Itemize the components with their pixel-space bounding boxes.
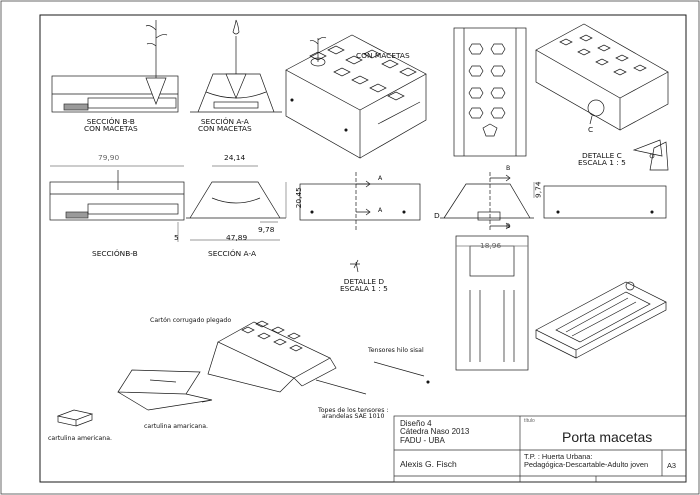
dim-5: 5 [174,233,179,242]
callout-tensores: Tensores hilo sisal [368,347,424,354]
view-lateral-derecha [543,185,667,219]
view-iso-detalle-c [535,23,669,171]
view-despiece [56,320,430,427]
label-detalle-d-marker: D [434,211,440,220]
view-planta-superior [453,27,527,157]
dim-18-96: 18,96 [480,241,502,250]
drawing-frame [39,14,687,483]
view-iso-inferior [535,281,667,359]
title-block-course: Diseño 4 Cátedra Naso 2013 FADU - UBA [400,419,470,445]
label-seccion-aa: SECCIÓN A-A [208,249,257,258]
dim-79-90: 79,90 [98,153,120,162]
title-block-title-tag: título [524,418,535,424]
view-seccion-aa [186,165,287,241]
label-cut-b-bottom: B [506,223,511,230]
callout-topes: Topes de los tensores : arandelas SAE 10… [318,407,389,421]
detalle-d-icon [350,259,360,273]
title-block-tp: T.P. : Huerta Urbana: Pedagógica-Descart… [524,452,649,469]
dim-9-78: 9,78 [258,225,275,234]
title-block-author: Alexis G. Fisch [400,459,457,469]
title-block-size: A3 [667,461,677,470]
label-seccion-bb-top: SECCIÓN B-B CON MACETAS [84,117,138,134]
view-seccion-aa-con-macetas [190,19,282,113]
label-detalle-d: DETALLE D ESCALA 1 : 5 [340,277,388,294]
callout-cartulina-1: cartulina americana. [48,435,112,442]
view-alzado-corte [299,172,421,232]
label-detalle-c: DETALLE C ESCALA 1 : 5 [578,151,626,168]
title-block-title: Porta macetas [562,429,653,445]
label-detalle-c-marker: C [588,125,594,134]
title-block [393,415,687,483]
view-seccion-bb [49,165,185,242]
label-cut-b-top: B [506,165,511,172]
dim-24-14: 24,14 [224,153,246,162]
callout-cartulina-2: cartulina amaricana. [144,423,208,430]
label-seccion-bb: SECCIÓNB-B [92,249,138,258]
label-cut-a-top: A [378,175,383,182]
label-cut-a-bottom: A [378,207,383,214]
dim-9-74: 9,74 [533,181,543,198]
callout-carton: Cartón corrugado plegado [150,317,232,324]
label-con-macetas: CON MACETAS [356,51,410,60]
dim-20-45: 20,45 [293,187,303,209]
view-seccion-detalle-d [440,172,535,232]
label-seccion-aa-top: SECCIÓN A-A CON MACETAS [198,117,252,134]
view-seccion-bb-con-macetas [51,20,179,113]
dim-47-89: 47,89 [226,233,248,242]
view-iso-con-macetas [285,34,427,159]
view-planta-inferior [455,235,529,371]
